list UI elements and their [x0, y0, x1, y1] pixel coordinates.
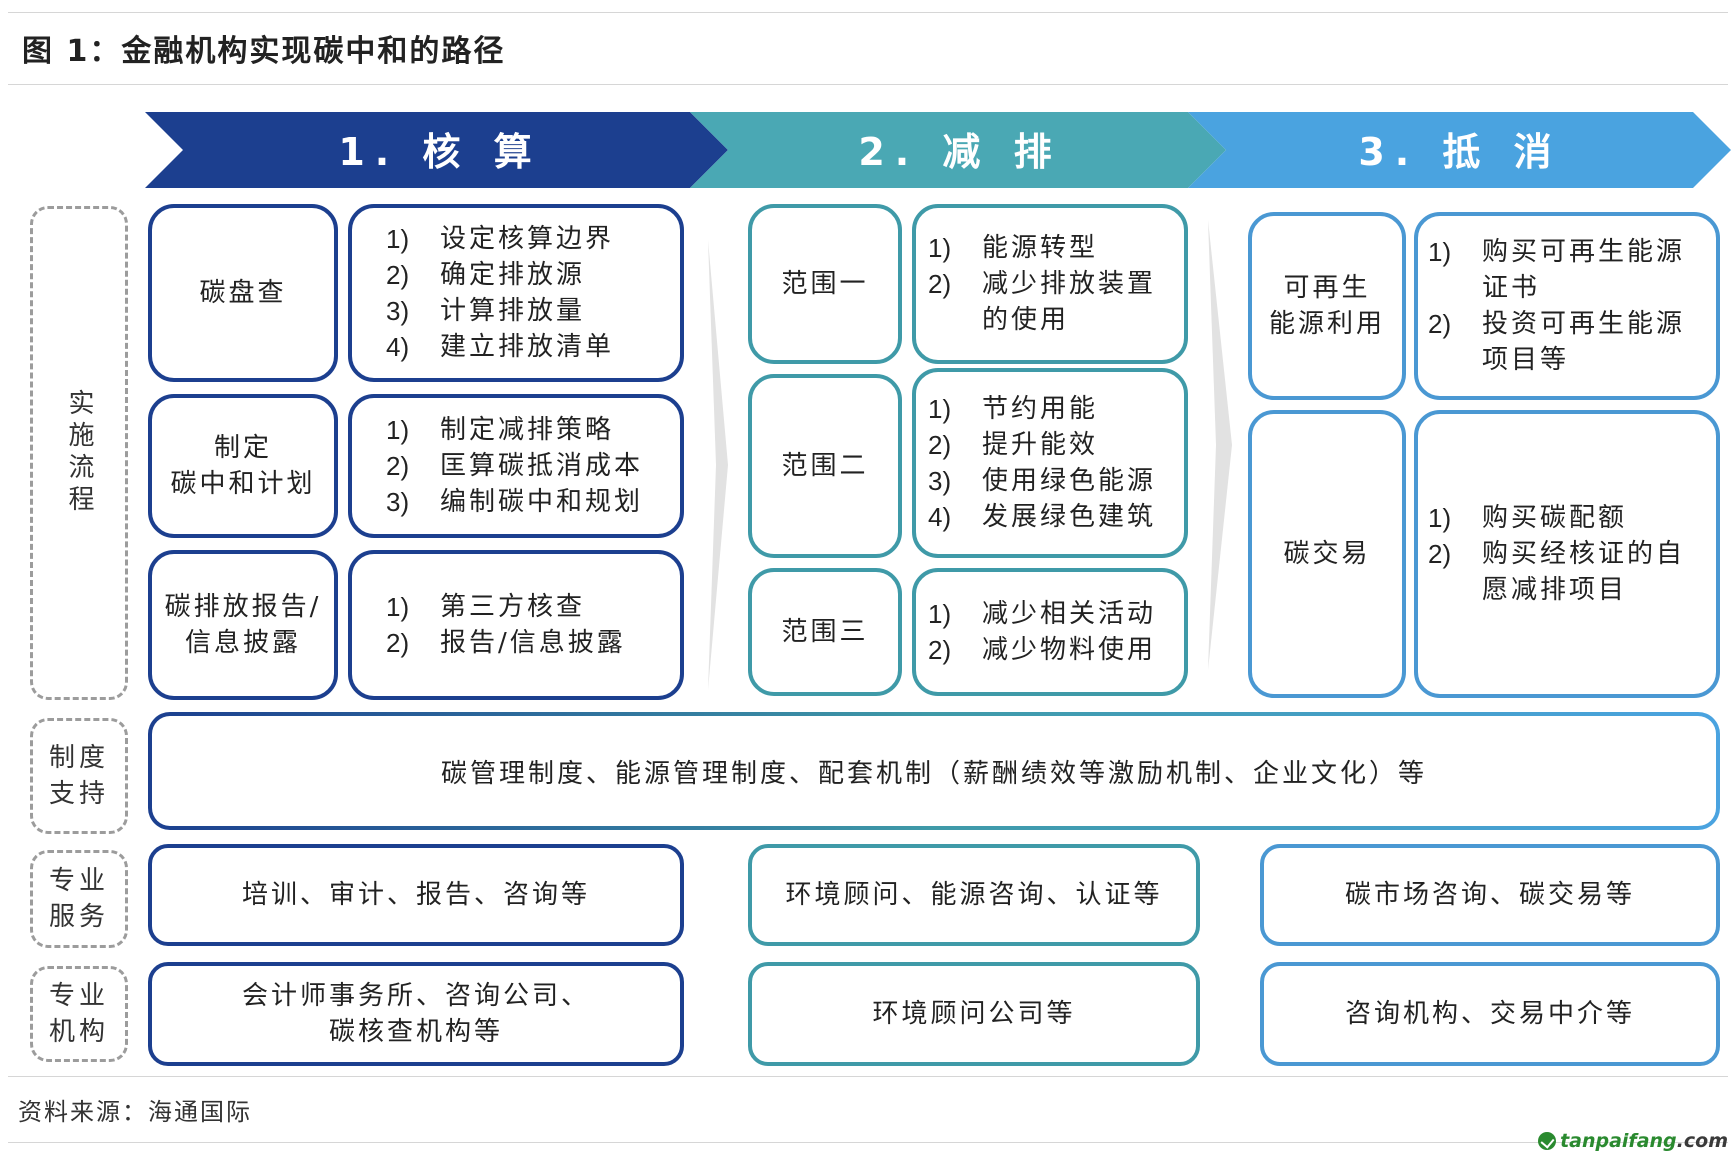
step-item: 2)确定排放源 [386, 260, 586, 290]
system-support-box: 碳管理制度、能源管理制度、配套机制（薪酬绩效等激励机制、企业文化）等 [148, 712, 1720, 830]
title-rule [8, 84, 1728, 85]
bottom-rule [8, 1142, 1728, 1143]
row-label-process: 实施流程 [30, 206, 128, 700]
stage1-item-name: 制定 碳中和计划 [148, 394, 338, 538]
stage1-label: 1. 核 算 [338, 130, 542, 174]
source-note: 资料来源：海通国际 [18, 1098, 252, 1126]
stage2-chevron [690, 112, 1226, 188]
step-item: 1)购买碳配额 [1428, 503, 1628, 533]
stage2-label: 2. 减 排 [858, 130, 1062, 174]
stage2-item-name: 范围二 [748, 374, 902, 558]
stage2-item-name: 范围三 [748, 568, 902, 696]
stage-chevrons [145, 112, 1731, 188]
step-item: 3)使用绿色能源 [928, 466, 1157, 496]
institution-stage3: 咨询机构、交易中介等 [1260, 962, 1720, 1066]
service-stage2: 环境顾问、能源咨询、认证等 [748, 844, 1200, 946]
step-item: 2)减少物料使用 [928, 635, 1157, 665]
step-item: 1)设定核算边界 [386, 224, 615, 254]
stage3-item-steps: 1)购买碳配额 2)购买经核证的自 愿减排项目 [1414, 410, 1720, 698]
footer-rule [8, 1076, 1728, 1077]
stage1-item-name: 碳排放报告/ 信息披露 [148, 550, 338, 700]
flow-arrows [708, 220, 1232, 690]
step-item: 2)减少排放装置 的使用 [928, 269, 1157, 335]
stage2-item-steps: 1)节约用能 2)提升能效 3)使用绿色能源 4)发展绿色建筑 [912, 368, 1188, 558]
leaf-icon [1538, 1132, 1557, 1150]
step-item: 2)购买经核证的自 愿减排项目 [1428, 539, 1686, 605]
stage1-chevron [145, 112, 728, 188]
step-item: 1)制定减排策略 [386, 415, 615, 445]
stage3-item-name: 可再生 能源利用 [1248, 212, 1406, 400]
step-item: 1)购买可再生能源 证书 [1428, 237, 1686, 303]
step-item: 2)投资可再生能源 项目等 [1428, 309, 1686, 375]
service-stage3: 碳市场咨询、碳交易等 [1260, 844, 1720, 946]
stage2-item-steps: 1)能源转型 2)减少排放装置 的使用 [912, 204, 1188, 364]
stage2-item-name: 范围一 [748, 204, 902, 364]
stage3-item-name: 碳交易 [1248, 410, 1406, 698]
step-item: 1)节约用能 [928, 394, 1099, 424]
step-item: 1)能源转型 [928, 233, 1099, 263]
step-item: 3)计算排放量 [386, 296, 586, 326]
stage3-chevron [1188, 112, 1731, 188]
arrow-stage2-to-3 [1208, 220, 1232, 670]
row-label-system: 制度 支持 [30, 718, 128, 834]
step-item: 2)提升能效 [928, 430, 1099, 460]
service-stage1: 培训、审计、报告、咨询等 [148, 844, 684, 946]
watermark: tanpaifang.com [1538, 1130, 1728, 1152]
stage2-item-steps: 1)减少相关活动 2)减少物料使用 [912, 568, 1188, 696]
step-item: 1)减少相关活动 [928, 599, 1157, 629]
step-item: 1)第三方核查 [386, 592, 586, 622]
stage3-item-steps: 1)购买可再生能源 证书 2)投资可再生能源 项目等 [1414, 212, 1720, 400]
arrow-stage1-to-2 [708, 240, 728, 690]
step-item: 2)报告/信息披露 [386, 628, 626, 658]
stage1-item-steps: 1)设定核算边界 2)确定排放源 3)计算排放量 4)建立排放清单 [348, 204, 684, 382]
step-item: 2)匡算碳抵消成本 [386, 451, 644, 481]
figure-title: 图 1：金融机构实现碳中和的路径 [22, 34, 506, 69]
row-label-service: 专业 服务 [30, 850, 128, 948]
top-rule [8, 12, 1728, 13]
institution-stage1: 会计师事务所、咨询公司、 碳核查机构等 [148, 962, 684, 1066]
row-label-institution: 专业 机构 [30, 966, 128, 1062]
stage1-item-name: 碳盘查 [148, 204, 338, 382]
stage1-item-steps: 1)制定减排策略 2)匡算碳抵消成本 3)编制碳中和规划 [348, 394, 684, 538]
step-item: 4)发展绿色建筑 [928, 502, 1157, 532]
step-item: 3)编制碳中和规划 [386, 487, 644, 517]
step-item: 4)建立排放清单 [386, 332, 615, 362]
stage3-label: 3. 抵 消 [1358, 130, 1562, 174]
system-support-text: 碳管理制度、能源管理制度、配套机制（薪酬绩效等激励机制、企业文化）等 [152, 716, 1716, 826]
institution-stage2: 环境顾问公司等 [748, 962, 1200, 1066]
stage1-item-steps: 1)第三方核查 2)报告/信息披露 [348, 550, 684, 700]
